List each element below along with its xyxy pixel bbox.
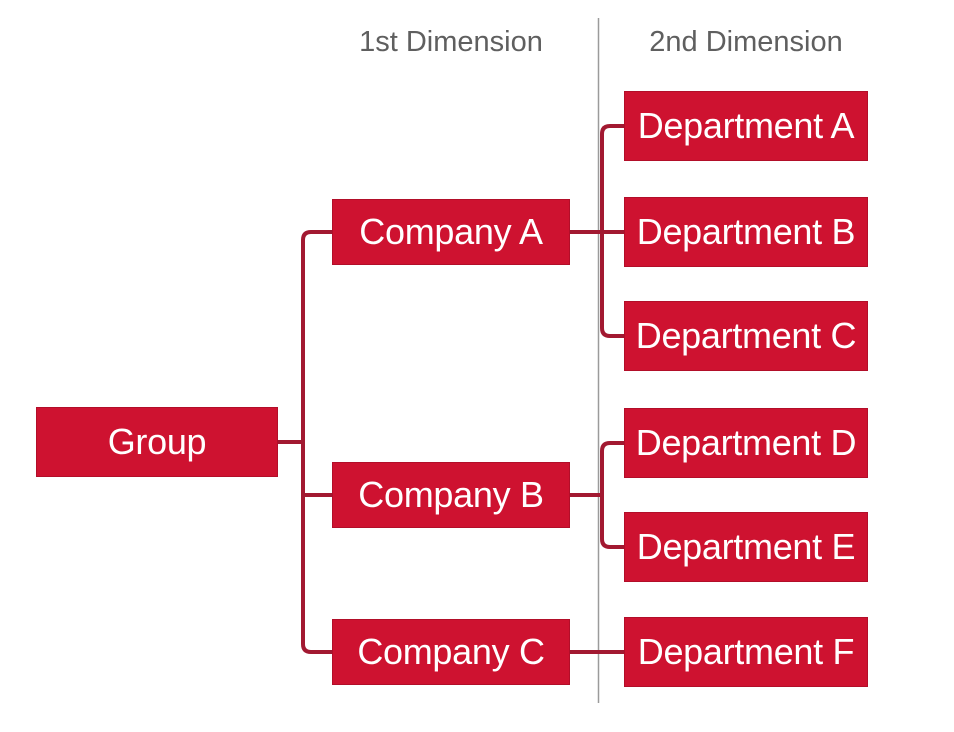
department-d-node: Department D xyxy=(624,408,868,478)
department-a-node: Department A xyxy=(624,91,868,161)
company-b-node: Company B xyxy=(332,462,570,528)
department-c-node: Department C xyxy=(624,301,868,371)
group-node: Group xyxy=(36,407,278,477)
company-b-departments-bracket xyxy=(600,441,624,549)
first-dimension-header: 1st Dimension xyxy=(359,26,543,58)
department-b-node: Department B xyxy=(624,197,868,267)
second-dimension-header: 2nd Dimension xyxy=(649,26,843,58)
department-f-node: Department F xyxy=(624,617,868,687)
company-c-node: Company C xyxy=(332,619,570,685)
department-e-node: Department E xyxy=(624,512,868,582)
company-a-node: Company A xyxy=(332,199,570,265)
group-to-companies-bracket xyxy=(301,230,332,654)
